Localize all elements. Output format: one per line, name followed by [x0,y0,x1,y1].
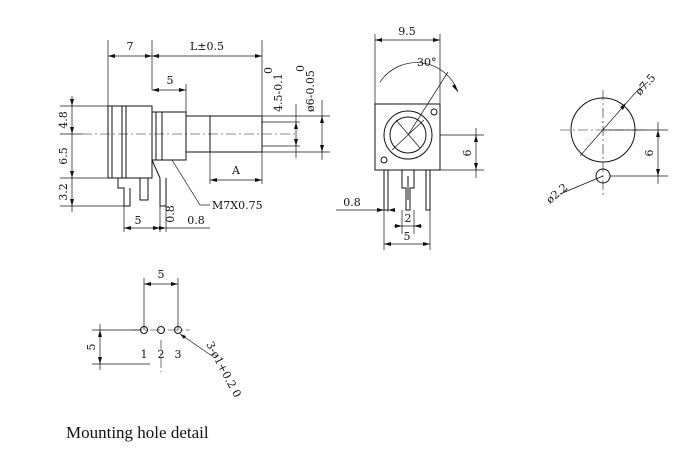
dim-6-5-label: 6.5 [57,147,70,165]
cutout-dim-7-5-label: ø7.5 [633,71,659,98]
front-dim-6-label: 6 [461,150,474,157]
dim-0-8-vertical-label: 0.8 [164,205,177,223]
front-view: 9.5 30° 6 0.8 [336,25,484,250]
dim-9-5-label: 9.5 [398,25,416,38]
cutout-dim-6-label: 6 [643,150,656,157]
dim-5-bottom-label: 5 [135,214,142,227]
thread-label: M7X0.75 [212,199,263,212]
dim-7-label: 7 [127,40,134,53]
tol-4-5-upper: 0 [262,67,275,74]
angle-30-label: 30° [417,56,437,69]
front-dim-0-8-label: 0.8 [343,196,361,209]
mh-dim-5-side-label: 5 [85,344,98,351]
cutout-dim-2-2-label: ø2.2 [544,181,571,206]
mounting-hole-caption: Mounting hole detail [66,423,209,442]
dim-L-label: L±0.5 [190,40,224,53]
pin-1-label: 1 [141,348,148,361]
panel-cutout: ø7.5 ø2.2 6 [544,71,668,206]
mounting-hole-detail: 5 1 2 3 5 3-ø1+0.2 0 Mounting hole detai… [66,268,244,442]
tol-4-5-label: 4.5-0.1 [272,73,285,112]
front-dim-5-label: 5 [404,230,411,243]
dim-4-8-label: 4.8 [57,111,70,129]
dim-5-top-label: 5 [167,74,174,87]
pin-3-label: 3 [175,348,182,361]
side-view: 7 L±0.5 5 4.5-0. [57,40,330,232]
tol-6-label: ø6-0.05 [304,70,317,112]
dim-A-label: A [231,164,241,177]
mh-dim-5-top-label: 5 [158,268,165,281]
front-dim-2-label: 2 [405,212,412,225]
dim-0-8-horizontal-label: 0.8 [187,214,205,227]
tol-6-upper: 0 [294,65,307,72]
hole-spec-label: 3-ø1+0.2 0 [203,339,243,399]
dim-3-2-label: 3.2 [57,183,70,201]
